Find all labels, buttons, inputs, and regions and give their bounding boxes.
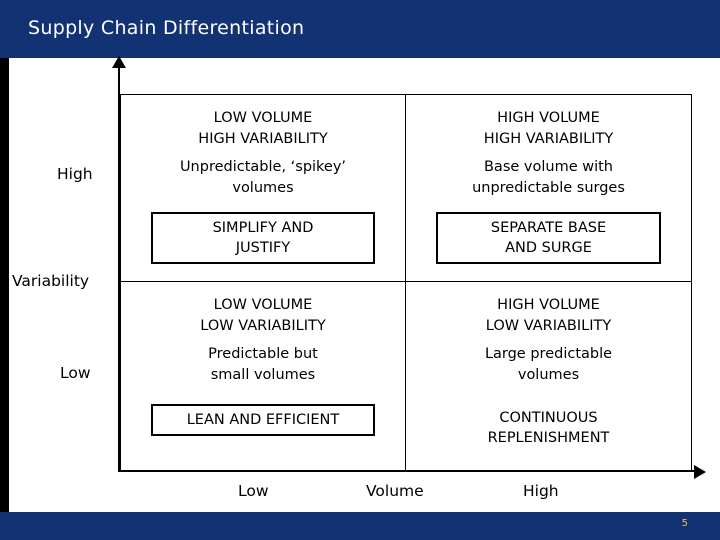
x-axis-tick-low: Low — [238, 482, 269, 500]
quadrant-strategy-tag: SEPARATE BASE AND SURGE — [436, 212, 661, 264]
quadrant-description: Large predictable volumes — [484, 346, 613, 383]
y-axis-tick-low: Low — [60, 364, 91, 382]
quadrant-low-volume-high-variability: LOW VOLUME HIGH VARIABILITY Unpredictabl… — [120, 94, 406, 282]
quadrant-description: Base volume with unpredictable surges — [472, 159, 625, 196]
y-axis-line — [118, 64, 120, 472]
quadrant-description: Predictable but small volumes — [208, 346, 318, 383]
y-axis-tick-high: High — [57, 165, 93, 183]
quadrant-high-volume-low-variability: HIGH VOLUME LOW VARIABILITY Large predic… — [405, 281, 692, 471]
x-axis-title: Volume — [366, 482, 424, 500]
quadrant-low-volume-low-variability: LOW VOLUME LOW VARIABILITY Predictable b… — [120, 281, 406, 471]
quadrant-strategy-tag: LEAN AND EFFICIENT — [151, 404, 375, 436]
matrix-diagram: LOW VOLUME HIGH VARIABILITY Unpredictabl… — [120, 94, 692, 471]
quadrant-heading: HIGH VOLUME HIGH VARIABILITY — [483, 110, 614, 147]
page-title: Supply Chain Differentiation — [28, 17, 305, 39]
quadrant-strategy-tag: CONTINUOUS REPLENISHMENT — [487, 410, 610, 446]
x-axis-tick-high: High — [523, 482, 559, 500]
quadrant-description: Unpredictable, ‘spikey’ volumes — [179, 159, 347, 196]
slide-number: 5 — [681, 518, 688, 529]
y-axis-arrow-icon — [112, 56, 126, 68]
footer-band — [0, 512, 720, 540]
quadrant-high-volume-high-variability: HIGH VOLUME HIGH VARIABILITY Base volume… — [405, 94, 692, 282]
left-accent-bar — [0, 58, 9, 512]
quadrant-strategy-tag: SIMPLIFY AND JUSTIFY — [151, 212, 375, 264]
quadrant-heading: LOW VOLUME LOW VARIABILITY — [200, 297, 326, 334]
title-band — [0, 0, 720, 58]
y-axis-title: Variability — [12, 272, 90, 290]
x-axis-line — [118, 470, 696, 472]
quadrant-heading: LOW VOLUME HIGH VARIABILITY — [198, 110, 328, 147]
quadrant-heading: HIGH VOLUME LOW VARIABILITY — [485, 297, 612, 334]
x-axis-arrow-icon — [694, 465, 706, 479]
